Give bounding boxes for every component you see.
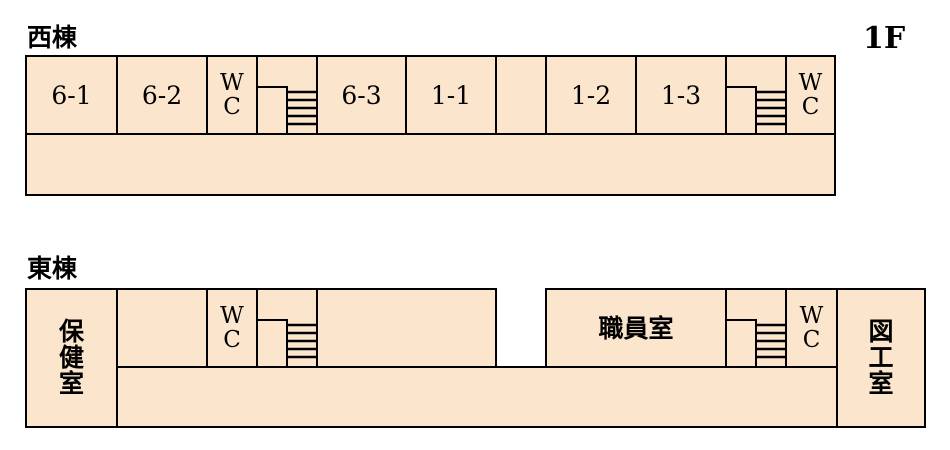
room-1-3: 1-3 (635, 55, 727, 135)
art-room-char: 室 (868, 369, 894, 399)
east-restroom-2: W C (785, 288, 838, 368)
east-building-title: 東棟 (27, 254, 78, 283)
art-room-char: 工 (868, 342, 894, 372)
health-room: 保 健 室 (25, 288, 118, 428)
room-6-2: 6-2 (116, 55, 208, 135)
room-1-2: 1-2 (545, 55, 637, 135)
art-room: 図 工 室 (836, 288, 926, 428)
stairs-icon (725, 55, 787, 135)
east-empty-room (116, 288, 208, 368)
health-room-char: 室 (58, 369, 84, 399)
room-6-1: 6-1 (25, 55, 118, 135)
room-1-1-label: 1-1 (430, 80, 472, 110)
restroom-letter-w: W (220, 302, 244, 329)
west-restroom-2: W C (785, 55, 836, 135)
east-corridor (116, 366, 838, 428)
west-corridor (25, 133, 836, 196)
floor-label: 1F (863, 21, 906, 56)
stairs-icon (256, 55, 318, 135)
room-6-2-label: 6-2 (141, 80, 183, 110)
west-empty-room (495, 55, 547, 135)
room-6-3: 6-3 (316, 55, 407, 135)
room-1-2-label: 1-2 (570, 80, 612, 110)
restroom-letter-c: C (801, 94, 820, 120)
restroom-letter-w: W (799, 302, 824, 329)
restroom-letter-c: C (223, 94, 241, 120)
room-1-1: 1-1 (405, 55, 497, 135)
west-building-title: 西棟 (27, 23, 78, 52)
east-large-room (316, 288, 497, 368)
restroom-letter-c: C (223, 327, 241, 353)
room-1-3-label: 1-3 (660, 80, 702, 110)
health-room-char: 保 (58, 316, 84, 346)
stairs-icon (256, 288, 318, 368)
restroom-letter-w: W (798, 69, 823, 96)
restroom-letter-w: W (220, 69, 244, 96)
west-restroom-1: W C (206, 55, 258, 135)
art-room-char: 図 (868, 316, 894, 346)
health-room-char: 健 (58, 342, 84, 372)
stairs-icon (725, 288, 787, 368)
room-6-3-label: 6-3 (341, 80, 382, 110)
staff-room-label: 職員室 (598, 313, 674, 343)
staff-room: 職員室 (545, 288, 727, 368)
restroom-letter-c: C (802, 327, 821, 353)
east-restroom-1: W C (206, 288, 258, 368)
room-6-1-label: 6-1 (51, 80, 92, 110)
